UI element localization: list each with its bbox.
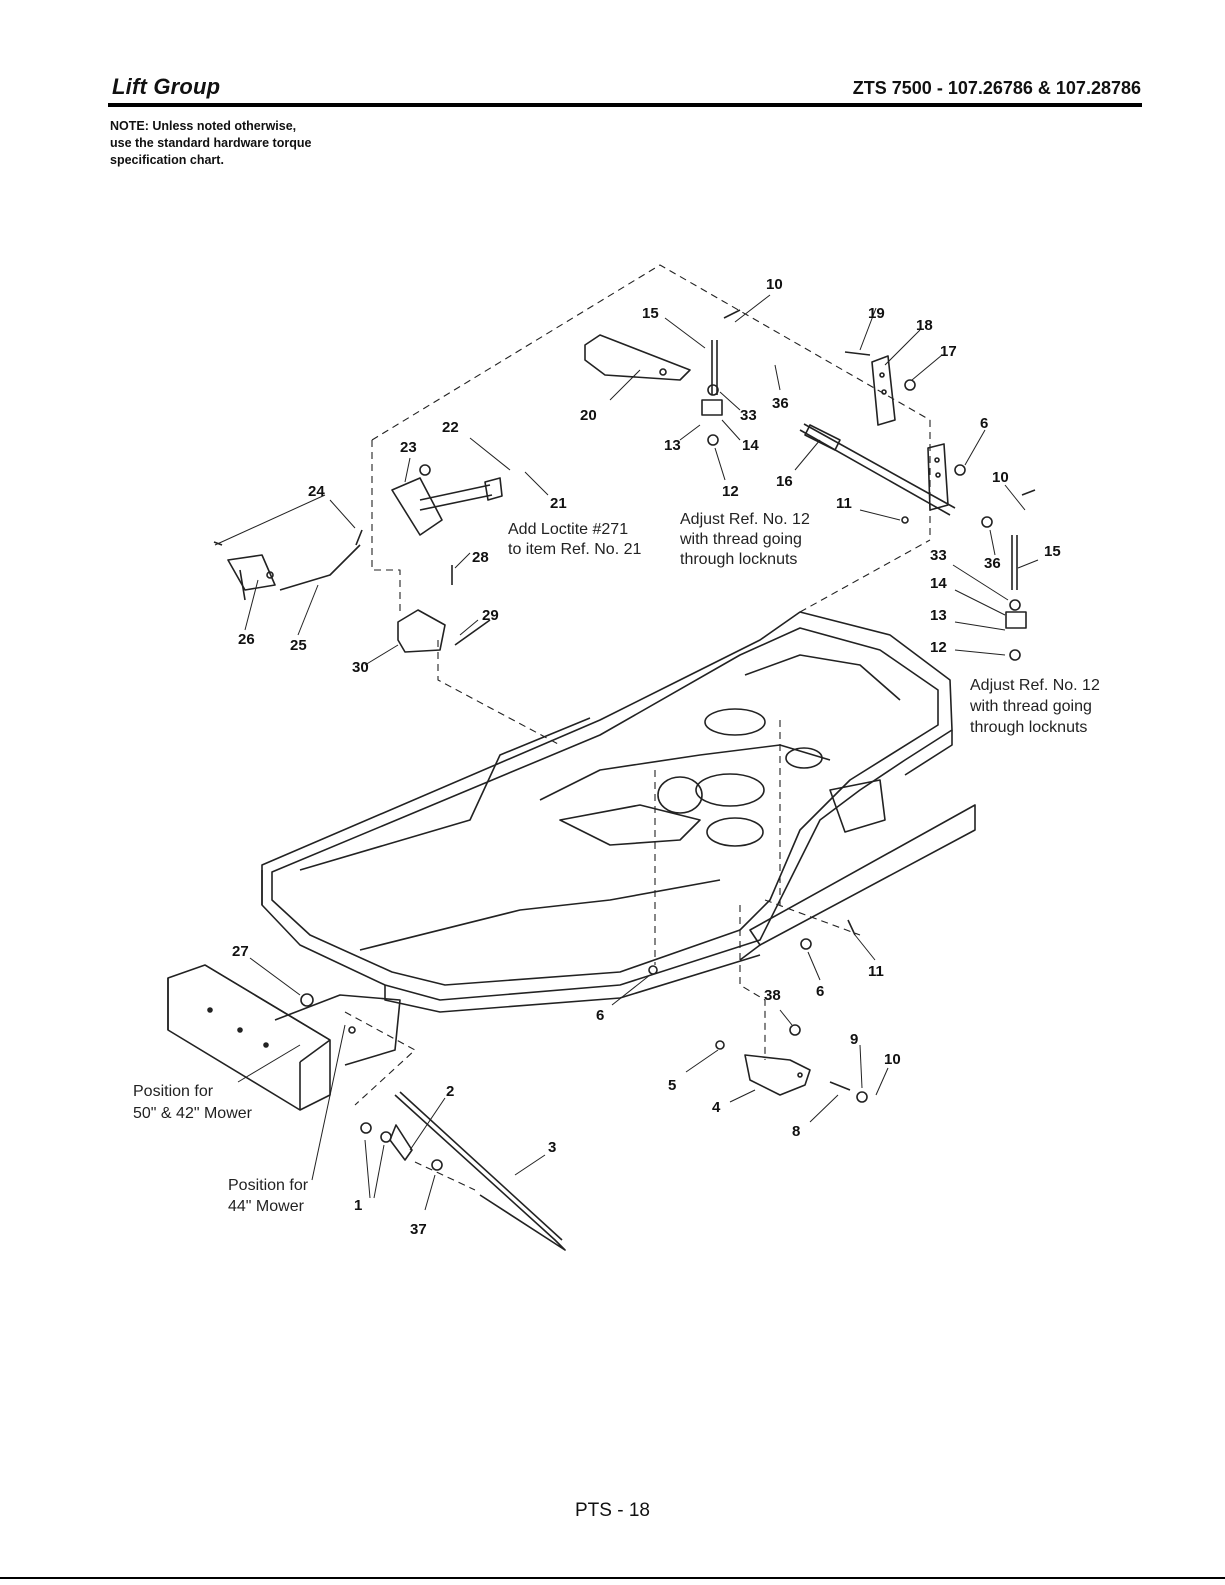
lift-arm-bracket [584,334,691,381]
text-annotations: Add Loctite #271 to item Ref. No. 21 Adj… [133,511,1100,1215]
callout-10: 10 [992,469,1009,486]
adjust-rod-right [981,516,1027,661]
callout-26: 26 [238,631,255,648]
callout-33: 33 [930,547,947,564]
callout-21: 21 [550,495,567,512]
callout-6: 6 [980,415,988,432]
lift-handle-assembly [391,464,503,536]
front-hardware [360,1122,443,1171]
lower-bracket [715,1024,868,1103]
callout-2: 2 [446,1083,454,1100]
callout-1: 1 [354,1197,362,1214]
callout-11: 11 [836,495,852,512]
callout-10: 10 [766,276,783,293]
callout-6: 6 [816,983,824,1000]
position-44-line: 44" Mower [228,1198,305,1215]
callout-18: 18 [916,317,933,334]
callout-9: 9 [850,1031,858,1048]
position-50-42-line: 50" & 42" Mower [133,1105,253,1122]
callout-4: 4 [712,1099,721,1116]
lift-plate [844,351,916,426]
callout-5: 5 [668,1077,676,1094]
adjust-note-right-line: Adjust Ref. No. 12 [970,677,1100,694]
right-lift-arm [927,443,1036,511]
callout-13: 13 [930,607,947,624]
page-title: Lift Group [112,74,221,99]
callout-14: 14 [742,437,759,454]
adjust-note-right-line: through locknuts [970,719,1087,736]
page-number: PTS - 18 [575,1500,650,1521]
loctite-note-line: Add Loctite #271 [508,521,628,538]
callout-15: 15 [1044,543,1061,560]
callout-3: 3 [548,1139,556,1156]
callout-33: 33 [740,407,757,424]
callout-13: 13 [664,437,681,454]
callout-14: 14 [930,575,947,592]
callout-28: 28 [472,549,489,566]
side-rail [739,804,976,961]
adjust-note-top-line: with thread going [679,531,802,548]
loctite-note-line: to item Ref. No. 21 [508,541,641,558]
assembly-guide-lines [344,264,931,1191]
model-number: ZTS 7500 - 107.26786 & 107.28786 [852,78,1141,98]
callout-27: 27 [232,943,249,960]
callout-29: 29 [482,607,499,624]
pivot-bracket [397,565,491,653]
callout-36: 36 [772,395,789,412]
callout-15: 15 [642,305,659,322]
diagram-artwork [167,264,1039,1251]
adjust-note-top-line: Adjust Ref. No. 12 [680,511,810,528]
note-line: use the standard hardware torque [110,136,312,150]
callout-24: 24 [308,483,325,500]
leader-lines [214,294,1039,1211]
callout-11: 11 [868,963,884,980]
header-rule [108,103,1142,107]
position-44-line: Position for [228,1177,309,1194]
position-50-42-line: Position for [133,1083,214,1100]
note-line: NOTE: Unless noted otherwise, [110,119,297,133]
adjust-rod-top [701,309,741,446]
lift-rod [394,1091,566,1251]
callout-20: 20 [580,407,597,424]
callout-23: 23 [400,439,417,456]
callout-19: 19 [868,305,885,322]
callout-numbers: 10 15 19 18 17 20 33 36 13 14 12 16 6 10… [232,276,1061,1238]
callout-25: 25 [290,637,307,654]
footer-rule [0,1577,1225,1579]
callout-10: 10 [884,1051,901,1068]
callout-36: 36 [984,555,1001,572]
callout-12: 12 [930,639,947,656]
right-hardware [648,516,909,975]
callout-22: 22 [442,419,459,436]
note-line: specification chart. [110,153,224,167]
callout-16: 16 [776,473,793,490]
chassis-frame [261,611,953,1013]
callout-12: 12 [722,483,739,500]
torque-note: NOTE: Unless noted otherwise, use the st… [110,118,430,169]
callout-37: 37 [410,1221,427,1238]
adjust-note-top-line: through locknuts [680,551,797,568]
callout-8: 8 [792,1123,800,1140]
callout-17: 17 [940,343,957,360]
callout-6: 6 [596,1007,604,1024]
pedal-linkage [213,529,363,601]
lift-shaft [799,423,956,516]
adjust-note-right-line: with thread going [969,698,1092,715]
callout-38: 38 [764,987,781,1004]
callout-30: 30 [352,659,369,676]
